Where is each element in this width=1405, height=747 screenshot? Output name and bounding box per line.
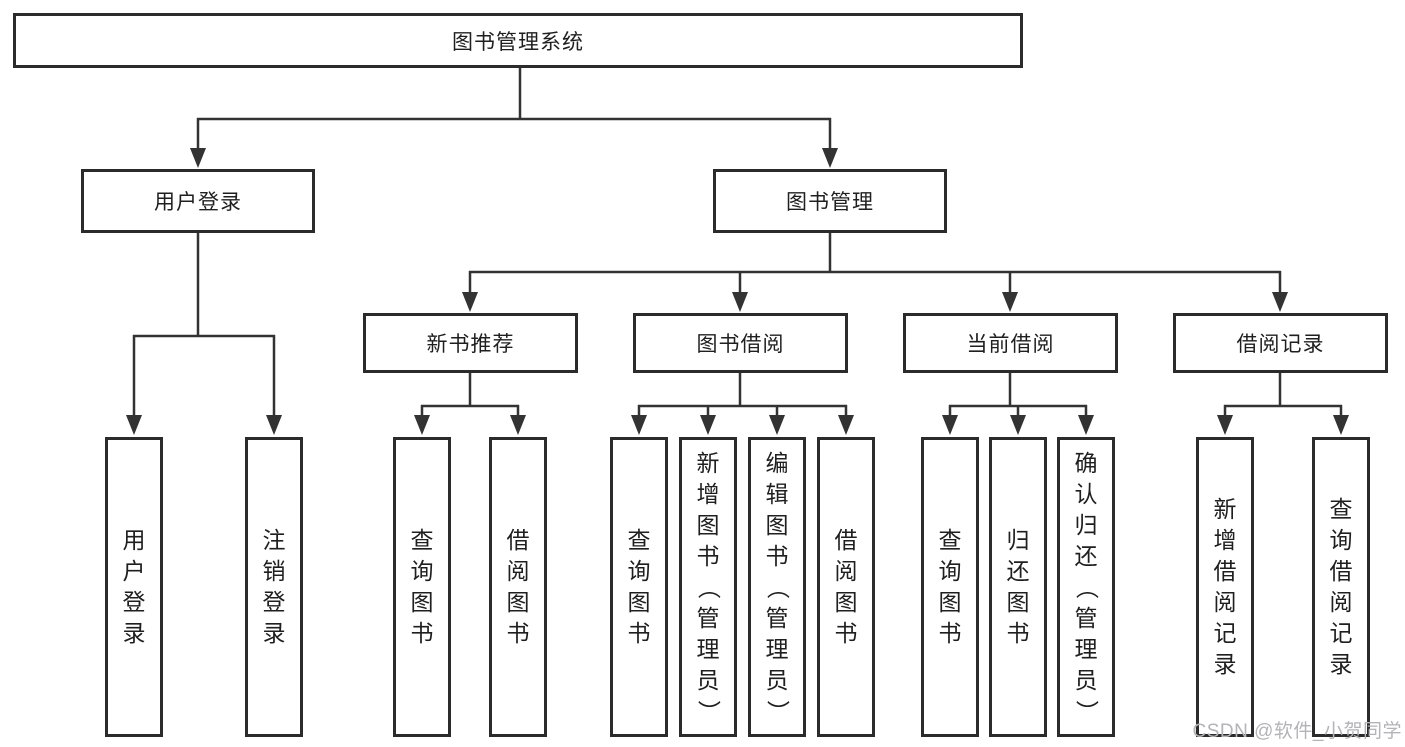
- leaf-current-confirm-return-admin-label: 确认归还（管理员）: [1073, 449, 1100, 723]
- leaf-user-login-label: 用户登录: [122, 527, 146, 646]
- leaf-recommend-query-books-label: 查询图书: [410, 527, 434, 646]
- node-current-borrow-label: 当前借阅: [966, 333, 1055, 356]
- node-new-book-recommend-label: 新书推荐: [426, 333, 515, 356]
- node-borrow-records-label: 借阅记录: [1236, 333, 1325, 356]
- leaf-current-query-books-label: 查询图书: [938, 527, 962, 646]
- leaf-recommend-borrow-books: 借阅图书: [489, 437, 547, 737]
- node-new-book-recommend: 新书推荐: [363, 313, 578, 373]
- node-book-management-label: 图书管理: [786, 191, 874, 214]
- leaf-current-return-books-label: 归还图书: [1006, 527, 1030, 646]
- leaf-borrow-edit-books-admin: 编辑图书（管理员）: [748, 437, 806, 737]
- node-current-borrow: 当前借阅: [903, 313, 1118, 373]
- leaf-records-query-record: 查询借阅记录: [1312, 437, 1370, 737]
- leaf-current-return-books: 归还图书: [989, 437, 1047, 737]
- leaf-current-query-books: 查询图书: [921, 437, 979, 737]
- node-book-borrow: 图书借阅: [633, 313, 848, 373]
- node-user-login-label: 用户登录: [154, 191, 242, 214]
- watermark-text: CSDN @软件_小贺同学: [1192, 721, 1402, 742]
- node-user-login: 用户登录: [81, 169, 315, 233]
- leaf-borrow-query-books-label: 查询图书: [627, 527, 651, 646]
- leaf-borrow-borrow-books-label: 借阅图书: [834, 527, 858, 646]
- node-book-management: 图书管理: [713, 169, 947, 233]
- leaf-borrow-add-books-admin-label: 新增图书（管理员）: [695, 449, 722, 723]
- leaf-records-query-record-label: 查询借阅记录: [1329, 496, 1353, 677]
- leaf-borrow-edit-books-admin-label: 编辑图书（管理员）: [764, 449, 791, 723]
- leaf-borrow-query-books: 查询图书: [610, 437, 668, 737]
- leaf-logout-login-label: 注销登录: [262, 527, 286, 646]
- node-book-borrow-label: 图书借阅: [696, 333, 785, 356]
- leaf-records-add-record-label: 新增借阅记录: [1213, 496, 1237, 677]
- leaf-borrow-borrow-books: 借阅图书: [817, 437, 875, 737]
- node-borrow-records: 借阅记录: [1173, 313, 1388, 373]
- leaf-user-login: 用户登录: [105, 437, 163, 737]
- leaf-recommend-borrow-books-label: 借阅图书: [506, 527, 530, 646]
- leaf-current-confirm-return-admin: 确认归还（管理员）: [1057, 437, 1115, 737]
- node-library-system: 图书管理系统: [13, 13, 1023, 68]
- leaf-recommend-query-books: 查询图书: [393, 437, 451, 737]
- leaf-records-add-record: 新增借阅记录: [1196, 437, 1254, 737]
- node-library-system-label: 图书管理系统: [452, 30, 584, 54]
- leaf-borrow-add-books-admin: 新增图书（管理员）: [679, 437, 737, 737]
- leaf-logout-login: 注销登录: [245, 437, 303, 737]
